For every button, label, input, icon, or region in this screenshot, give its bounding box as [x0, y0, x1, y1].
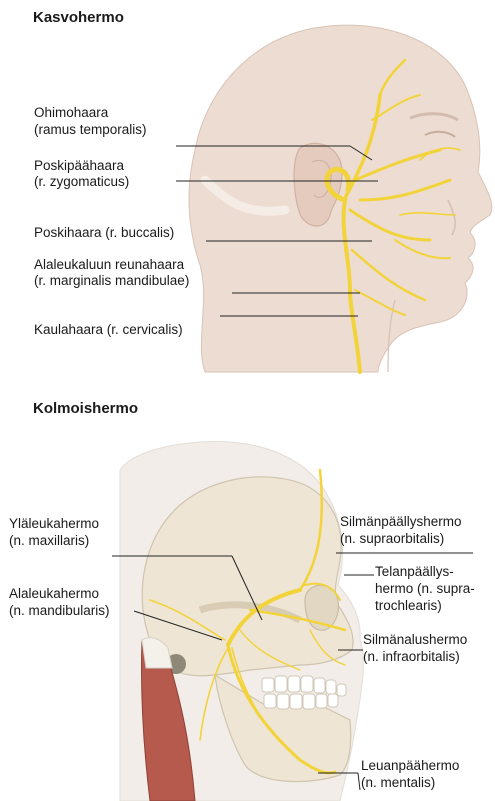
label-temporal-1: Ohimohaara	[34, 104, 108, 121]
label-infraorbital-1: Silmänalushermo	[363, 631, 467, 648]
label-mental-2: (n. mentalis)	[361, 774, 435, 791]
label-zygomatic-2: (r. zygomaticus)	[34, 173, 129, 190]
label-mental-1: Leuanpäähermo	[361, 757, 459, 774]
label-supratrochlear-1: Telanpäällys-	[375, 563, 454, 580]
label-mandibular-1: Alaleukahermo	[9, 585, 99, 602]
label-buccal: Poskihaara (r. buccalis)	[34, 224, 174, 241]
label-mandibular-2: (n. mandibularis)	[9, 602, 110, 619]
facial-nerve-title: Kasvohermo	[33, 9, 124, 26]
head-illustration	[176, 25, 492, 372]
label-maxillary-1: Yläleukahermo	[9, 515, 99, 532]
label-temporal-2: (ramus temporalis)	[34, 121, 147, 138]
label-cervical: Kaulahaara (r. cervicalis)	[34, 321, 183, 338]
label-infraorbital-2: (n. infraorbitalis)	[363, 648, 460, 665]
label-supraorbital-2: (n. supraorbitalis)	[340, 530, 444, 547]
label-supraorbital-1: Silmänpäällyshermo	[340, 513, 462, 530]
label-supratrochlear-3: trochlearis)	[375, 597, 442, 614]
label-zygomatic-1: Poskipäähaara	[34, 157, 124, 174]
label-marginal-2: (r. marginalis mandibulae)	[34, 272, 189, 289]
skull-illustration	[112, 441, 473, 801]
label-marginal-1: Alaleukaluun reunahaara	[34, 256, 184, 273]
label-maxillary-2: (n. maxillaris)	[9, 532, 89, 549]
label-supratrochlear-2: hermo (n. supra-	[375, 580, 475, 597]
trigeminal-nerve-title: Kolmoishermo	[33, 400, 138, 417]
